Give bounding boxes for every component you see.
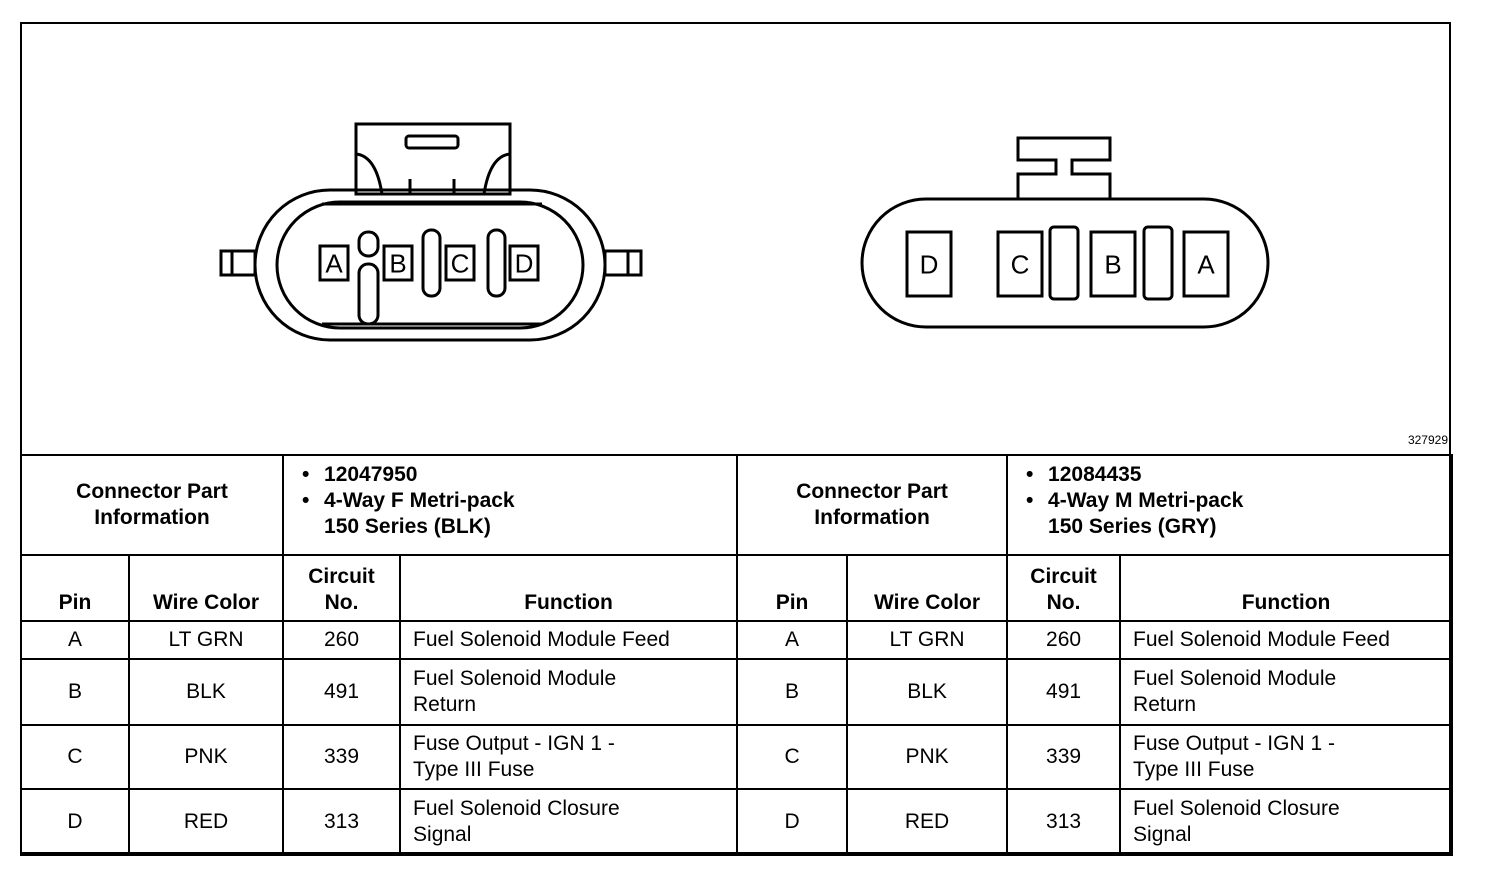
part-number-left: 12047950 xyxy=(302,462,736,488)
pin-b-box xyxy=(382,244,414,282)
wire-color-cell: BLK xyxy=(846,658,1009,726)
function-cell: Fuel Solenoid Module Feed xyxy=(399,620,739,660)
header-function: Function xyxy=(399,554,739,622)
header-wire-color: Wire Color xyxy=(846,554,1009,622)
wire-color-cell: LT GRN xyxy=(127,620,285,660)
part-number-right: 12084435 xyxy=(1026,462,1451,488)
pin-a-label: A xyxy=(1197,249,1215,279)
connector-desc-right-1: 4-Way M Metri-pack xyxy=(1026,488,1451,514)
female-connector-outline xyxy=(219,122,643,342)
function-line: Fuel Solenoid Module xyxy=(1133,667,1337,690)
function-line: Fuel Solenoid Module Feed xyxy=(1133,628,1390,651)
figure-id: 327929 xyxy=(1407,433,1448,447)
pin-d-box xyxy=(905,230,953,298)
function-line: Signal xyxy=(413,823,472,846)
connector-desc-right-2: 150 Series (GRY) xyxy=(1048,515,1217,538)
function-line: Fuel Solenoid Closure xyxy=(413,797,620,820)
function-line: Fuel Solenoid Module xyxy=(413,667,617,690)
pin-cell: C xyxy=(20,724,130,790)
function-cell: Fuel Solenoid Module Feed xyxy=(1119,620,1454,660)
pin-cell: A xyxy=(20,620,130,660)
wire-color-cell: RED xyxy=(127,788,285,856)
pin-cell: C xyxy=(736,724,849,790)
circuit-cell: 491 xyxy=(282,658,402,726)
pin-cell: D xyxy=(736,788,849,856)
connector-table: Connector Part Information 12047950 4-Wa… xyxy=(19,454,1454,856)
header-function: Function xyxy=(1119,554,1454,622)
wire-color-cell: PNK xyxy=(846,724,1009,790)
wire-color-cell: PNK xyxy=(127,724,285,790)
function-line: Return xyxy=(413,693,477,716)
header-pin: Pin xyxy=(20,554,130,622)
circuit-cell: 313 xyxy=(1006,788,1122,856)
wire-color-cell: RED xyxy=(846,788,1009,856)
pin-b-label: B xyxy=(389,248,406,278)
header-wire-color: Wire Color xyxy=(127,554,285,622)
connector-info-label-right: Connector Part Information xyxy=(736,454,1009,556)
pin-cell: D xyxy=(20,788,130,856)
header-pin: Pin xyxy=(736,554,849,622)
female-pin-cavities: A B C D xyxy=(318,244,540,282)
pin-a-box xyxy=(318,244,350,282)
pin-c-label: C xyxy=(451,248,470,278)
connector-info-left: 12047950 4-Way F Metri-pack 150 Series (… xyxy=(282,454,739,556)
circuit-cell: 260 xyxy=(1006,620,1122,660)
function-line: Signal xyxy=(1133,823,1192,846)
circuit-cell: 339 xyxy=(1006,724,1122,790)
pin-b-label: B xyxy=(1104,249,1121,279)
pin-cell: A xyxy=(736,620,849,660)
function-cell: Fuse Output - IGN 1 - Type III Fuse xyxy=(399,724,739,790)
function-line: Type III Fuse xyxy=(413,758,535,781)
function-line: Type III Fuse xyxy=(1133,758,1255,781)
pin-d-box xyxy=(508,244,540,282)
connector-info-row: Connector Part Information 12047950 4-Wa… xyxy=(19,454,1454,556)
connector-desc-left-2: 150 Series (BLK) xyxy=(324,515,491,538)
function-line: Fuel Solenoid Module Feed xyxy=(413,628,670,651)
pin-c-box xyxy=(996,230,1044,298)
pin-d-label: D xyxy=(515,248,534,278)
pin-cell: B xyxy=(20,658,130,726)
pin-c-label: C xyxy=(1011,249,1030,279)
circuit-cell: 491 xyxy=(1006,658,1122,726)
male-connector-outline xyxy=(860,136,1270,329)
pin-d-label: D xyxy=(920,249,939,279)
circuit-cell: 313 xyxy=(282,788,402,856)
function-cell: Fuse Output - IGN 1 - Type III Fuse xyxy=(1119,724,1454,790)
wire-color-cell: BLK xyxy=(127,658,285,726)
connector-info-right: 12084435 4-Way M Metri-pack 150 Series (… xyxy=(1006,454,1454,556)
pin-c-box xyxy=(444,244,476,282)
circuit-cell: 260 xyxy=(282,620,402,660)
pin-cell: B xyxy=(736,658,849,726)
function-line: Return xyxy=(1133,693,1197,716)
pin-a-label: A xyxy=(325,248,343,278)
pin-b-box xyxy=(1089,230,1137,298)
circuit-cell: 339 xyxy=(282,724,402,790)
function-line: Fuse Output - IGN 1 - xyxy=(1133,732,1335,755)
function-line: Fuel Solenoid Closure xyxy=(1133,797,1340,820)
connector-info-label-left: Connector Part Information xyxy=(19,454,285,556)
wire-color-cell: LT GRN xyxy=(846,620,1009,660)
pin-a-box xyxy=(1182,230,1230,298)
function-line: Fuse Output - IGN 1 - xyxy=(413,732,615,755)
connector-desc-left-1: 4-Way F Metri-pack xyxy=(302,488,736,514)
